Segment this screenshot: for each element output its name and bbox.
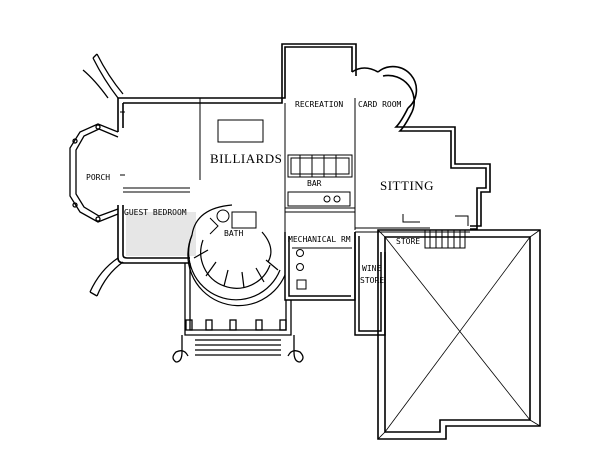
upper-left-curved-walls: [82, 53, 124, 297]
bar-counter: [287, 154, 353, 207]
label-wine-store: STORE: [360, 276, 384, 285]
guest-bedroom-shade: [126, 212, 196, 256]
label-store: STORE: [396, 237, 420, 246]
porch-bay: [69, 123, 119, 223]
hip-roof: [377, 229, 541, 440]
billiards-table: [217, 119, 264, 143]
exterior-walls: [117, 43, 491, 264]
label-recreation: RECREATION: [295, 100, 343, 109]
label-bath: BATH: [224, 229, 243, 238]
label-wine: WINE: [362, 264, 381, 273]
rear-terrace: [172, 263, 304, 363]
label-porch: PORCH: [86, 173, 110, 182]
label-billiards: BILLIARDS: [210, 151, 282, 166]
label-sitting: SITTING: [380, 178, 434, 193]
bath-fixtures: [209, 209, 257, 235]
label-bar: BAR: [307, 179, 322, 188]
label-guest-bedroom: GUEST BEDROOM: [124, 208, 187, 217]
spiral-stair: [187, 204, 286, 307]
label-card-room: CARD ROOM: [358, 100, 402, 109]
label-mechanical-rm: MECHANICAL RM: [288, 235, 351, 244]
interior-walls: [120, 98, 470, 300]
